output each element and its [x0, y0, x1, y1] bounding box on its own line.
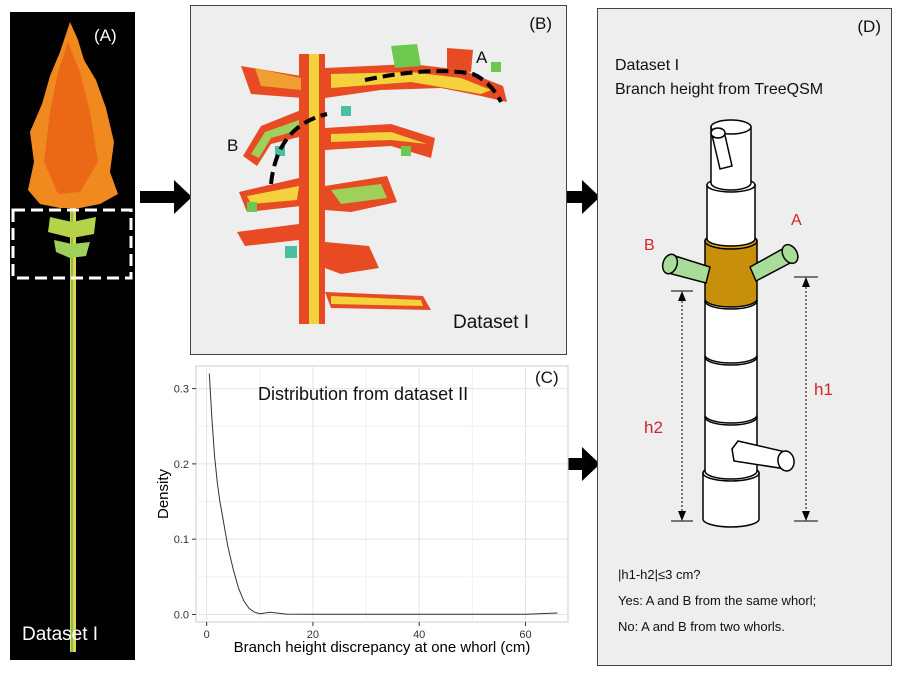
y-axis-label: Density	[155, 468, 172, 519]
top-branch-cylinder	[710, 127, 733, 170]
y-tick-label: 0.1	[174, 534, 189, 546]
density-chart-svg: 0.0 0.1 0.2 0.3 0 20 40 60 Density Branch heig…	[155, 365, 569, 656]
x-axis-ticks: 0 20 40 60	[204, 622, 532, 641]
panel-d-cylinder-model: (D) Dataset I Branch height from TreeQSM	[597, 8, 892, 666]
density-curve	[208, 373, 558, 615]
h1-measure-line	[794, 276, 818, 522]
stem-cylinders	[702, 119, 760, 528]
branch-pointcloud	[237, 44, 507, 324]
tree-trunk-highlight	[71, 202, 73, 652]
h2-measure-line	[671, 290, 693, 522]
branch-a-red-label: A	[791, 212, 802, 229]
panel-d-label: (D)	[857, 17, 881, 36]
branch-a-cylinder	[749, 243, 799, 283]
branch-a-label: A	[476, 48, 488, 67]
x-tick-label: 40	[413, 629, 425, 641]
branch-b-red-label: B	[644, 237, 655, 254]
panel-d-title-line2: Branch height from TreeQSM	[615, 81, 824, 98]
y-axis-ticks: 0.0 0.1 0.2 0.3	[174, 384, 196, 621]
panel-a-label: (A)	[94, 26, 117, 45]
branch-zoom-image	[237, 44, 507, 324]
y-tick-label: 0.3	[174, 384, 189, 396]
tree-pointcloud-image	[11, 22, 133, 652]
h2-label: h2	[644, 418, 663, 437]
whorl-answer-yes: Yes: A and B from the same whorl;	[618, 593, 817, 608]
lower-branches-2	[54, 240, 90, 258]
plot-area	[195, 365, 569, 623]
arrow-c-to-d	[548, 447, 600, 481]
y-tick-label: 0.2	[174, 459, 189, 471]
selection-box	[11, 208, 133, 280]
cylinder-diagram: B A h1 h2	[644, 119, 833, 528]
whorl-question: |h1-h2|≤3 cm?	[618, 567, 701, 582]
x-tick-label: 20	[307, 629, 319, 641]
x-tick-label: 60	[519, 629, 531, 641]
panel-d-title-line1: Dataset I	[615, 57, 680, 74]
panel-b-dataset-label: Dataset I	[453, 312, 530, 333]
panel-a-tree-pointcloud: (A) Dataset I	[10, 12, 135, 660]
lower-branches	[48, 217, 96, 238]
branch-a-dashed-curve	[364, 69, 503, 103]
x-axis-label: Branch height discrepancy at one whorl (…	[234, 639, 531, 656]
arrow-b-to-d	[548, 180, 600, 214]
chart-title: Distribution from dataset II	[258, 384, 469, 404]
branch-b-label: B	[227, 136, 239, 155]
branch-b-cylinder	[661, 253, 711, 284]
panel-a-dataset-label: Dataset I	[22, 624, 99, 645]
panel-b-branch-zoom: (B) A B Dataset I	[190, 5, 567, 355]
highlighted-whorl-segment	[704, 240, 758, 308]
y-tick-label: 0.0	[174, 609, 189, 621]
x-tick-label: 0	[204, 629, 210, 641]
lower-branch-cylinder	[731, 440, 795, 472]
whorl-answer-no: No: A and B from two whorls.	[618, 619, 785, 634]
arrow-a-to-b	[140, 180, 192, 214]
h1-label: h1	[814, 380, 833, 399]
branch-b-dashed-curve	[269, 112, 328, 185]
panel-c-label: (C)	[535, 368, 559, 387]
tree-crown-inner	[44, 42, 98, 194]
panel-c-density-chart: 0.0 0.1 0.2 0.3 0 20 40 60 Density Branch heig…	[150, 358, 570, 668]
panel-b-label: (B)	[529, 14, 552, 33]
chart-grid	[196, 366, 568, 622]
